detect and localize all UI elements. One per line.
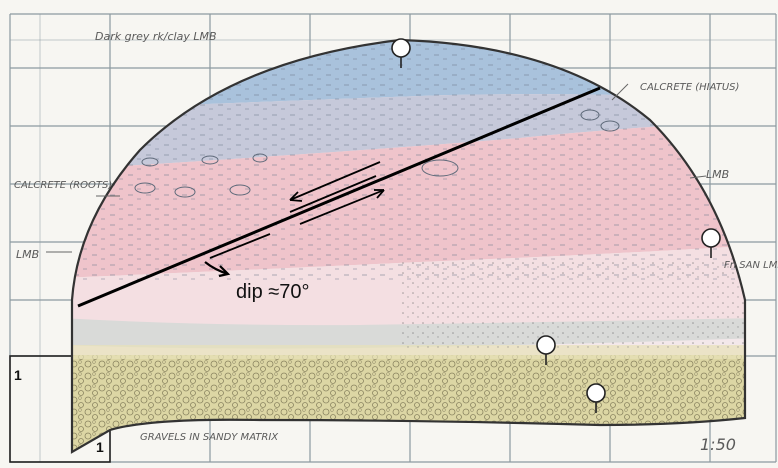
label-calcrete-hiatus: CALCRETE (HIATUS) [640, 82, 739, 93]
label-scale: 1:50 [700, 435, 736, 454]
label-right-edge: Fn SAN LMB [724, 260, 778, 271]
label-grid-bottom: 1 [96, 439, 104, 455]
label-grid-left: 1 [14, 367, 22, 383]
label-lmb-left: LMB [16, 248, 39, 261]
label-calcrete-roots: CALCRETE (ROOTS) [14, 180, 112, 191]
section-layers [60, 30, 760, 468]
label-dip: dip ≈70° [236, 281, 309, 303]
label-gravels: GRAVELS IN SANDY MATRIX [140, 432, 279, 443]
note-title: Dark grey rk/clay LMB [95, 30, 217, 43]
label-lmb-right: LMB [706, 168, 729, 181]
